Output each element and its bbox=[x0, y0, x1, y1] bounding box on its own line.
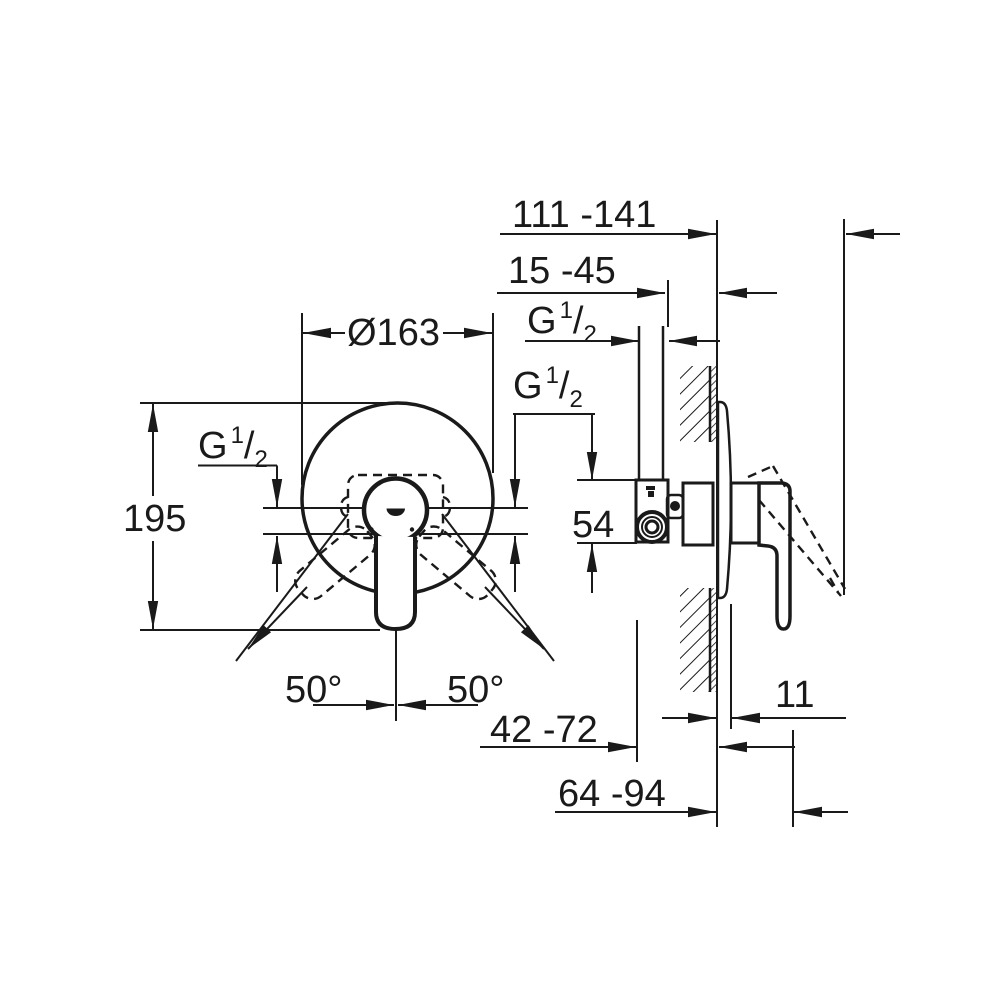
dim-label-dia163: Ø163 bbox=[347, 312, 440, 354]
lever-handle-side bbox=[757, 481, 792, 631]
dim-label-50-right: 50° bbox=[447, 669, 504, 711]
body-screw-glyph bbox=[646, 486, 655, 497]
lever-swung-left-dashed bbox=[415, 525, 497, 601]
dim-label-42-72: 42 -72 bbox=[490, 709, 598, 751]
lever-handle-front bbox=[374, 536, 417, 632]
dim-label-11: 11 bbox=[775, 674, 814, 716]
cartridge-housing bbox=[681, 481, 715, 547]
inlet-union-inner bbox=[644, 519, 660, 535]
inlet-union-ring bbox=[641, 516, 663, 538]
dim-plate-thickness: 11 bbox=[662, 604, 846, 729]
dim-label-195: 195 bbox=[123, 498, 186, 540]
dim-wall-to-lever-tip: 111 -141 bbox=[500, 194, 900, 595]
cap-screw-dot-left bbox=[369, 527, 374, 532]
lever-swung-right-dashed bbox=[294, 525, 376, 601]
dim-label-50-left: 50° bbox=[285, 669, 342, 711]
lever-raised-dashed bbox=[747, 464, 847, 597]
dim-body-depth: 42 -72 bbox=[480, 620, 795, 762]
dim-wall-to-lever: 64 -94 bbox=[555, 730, 848, 827]
escutcheon-plate-side bbox=[716, 400, 733, 600]
brand-logo-mark bbox=[386, 508, 405, 517]
side-view: 54 11 42 -72 64 -94 bbox=[480, 220, 848, 827]
handle-sleeve bbox=[729, 481, 761, 545]
dim-plate-diameter: Ø163 bbox=[301, 312, 494, 485]
dim-label-15-45: 15 -45 bbox=[508, 250, 616, 292]
dim-label-54: 54 bbox=[572, 504, 614, 546]
dim-label-64-94: 64 -94 bbox=[558, 773, 666, 815]
dim-plate-height: 195 bbox=[123, 402, 395, 631]
front-view: 50° 50° 195 Ø163 bbox=[123, 312, 595, 721]
dim-body-height: 54 bbox=[572, 415, 637, 593]
wall-section-lower bbox=[680, 588, 717, 692]
stop-fitting-core bbox=[670, 501, 680, 511]
dim-label-111-141: 111 -141 bbox=[512, 194, 656, 236]
dim-concealment-depth: 15 -45 bbox=[497, 250, 777, 327]
cap-screw-dot-right bbox=[409, 527, 415, 532]
wall-section-upper bbox=[680, 366, 717, 442]
